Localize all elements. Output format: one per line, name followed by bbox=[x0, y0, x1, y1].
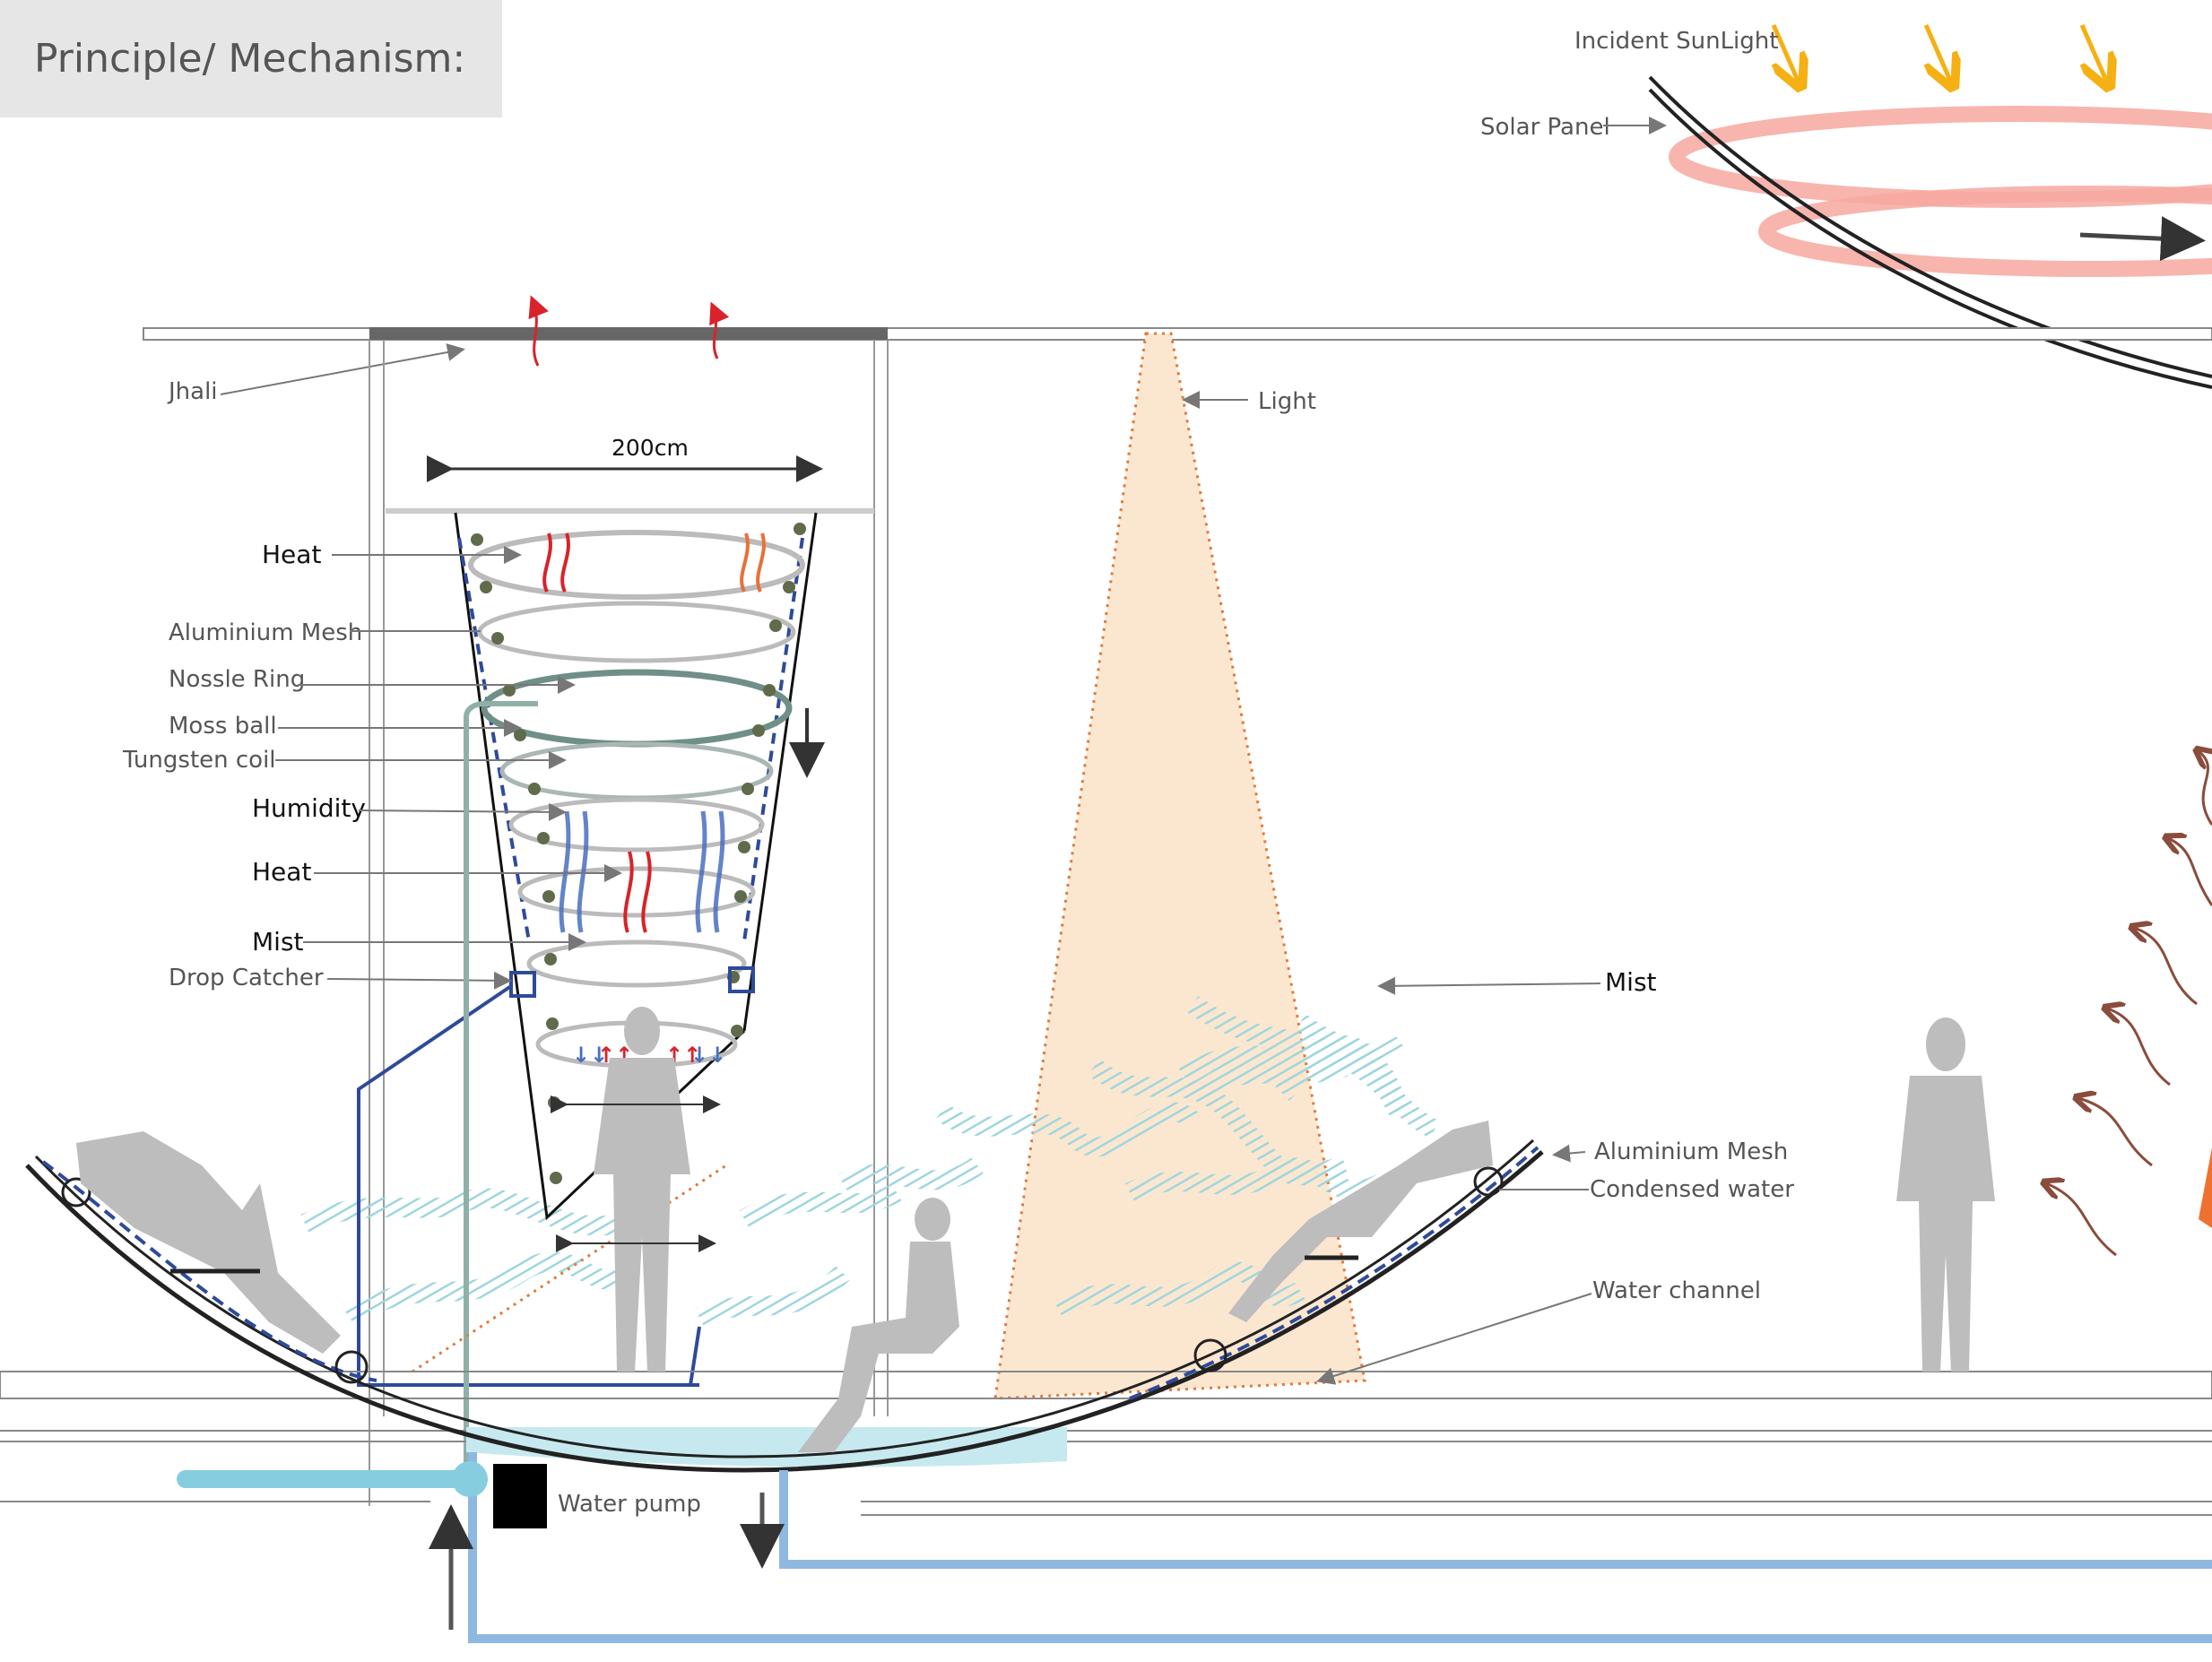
drop-catcher-pipe bbox=[357, 984, 701, 1387]
jhali-panel bbox=[369, 327, 888, 340]
label-mist-left: Mist bbox=[252, 927, 304, 957]
solar-heat-rings bbox=[1669, 106, 2212, 277]
page-title: Principle/ Mechanism: bbox=[34, 36, 466, 82]
label-tungsten-coil: Tungsten coil bbox=[122, 747, 276, 774]
label-dimension: 200cm bbox=[612, 435, 689, 461]
mist-wave-icon bbox=[300, 995, 1440, 1327]
label-heat-mid: Heat bbox=[252, 857, 311, 887]
water-pump-icon bbox=[493, 1464, 547, 1528]
supply-pipe bbox=[464, 701, 538, 1470]
label-humidity: Humidity bbox=[252, 793, 366, 823]
label-incident-sunlight: Incident SunLight bbox=[1574, 28, 1778, 55]
label-aluminium-mesh-right: Aluminium Mesh bbox=[1594, 1138, 1788, 1165]
solar-panel bbox=[1648, 75, 2212, 389]
label-solar-panel: Solar Panel bbox=[1480, 114, 1610, 141]
title-box: Principle/ Mechanism: bbox=[0, 0, 502, 117]
airflow-arrow bbox=[2079, 216, 2206, 262]
light-cone bbox=[993, 332, 1366, 1400]
hot-air-arrows bbox=[2046, 751, 2212, 1257]
label-jhali: Jhali bbox=[167, 378, 218, 405]
heat-wave-icon bbox=[542, 532, 766, 933]
water-return-pipe-lower bbox=[468, 1452, 2212, 1643]
water-return-pipe-upper bbox=[779, 1470, 2212, 1569]
human-figure-icon bbox=[76, 1007, 1995, 1452]
label-mist-right: Mist bbox=[1605, 967, 1657, 997]
aluminium-mesh-dashed bbox=[41, 1160, 377, 1382]
sun-ray-arrow-icon bbox=[1774, 23, 2107, 82]
heat-escape-arrows bbox=[528, 295, 730, 367]
svg-text:↓↓: ↓↓ bbox=[690, 1043, 726, 1068]
label-moss-ball: Moss ball bbox=[169, 713, 277, 740]
label-drop-catcher: Drop Catcher bbox=[169, 965, 324, 991]
label-light: Light bbox=[1258, 388, 1316, 415]
label-water-pump: Water pump bbox=[558, 1491, 701, 1518]
hammock-base-curve bbox=[25, 1150, 1544, 1473]
floor-structure bbox=[0, 1371, 2212, 1516]
svg-text:↓↓: ↓↓ bbox=[572, 1043, 608, 1068]
label-condensed-water: Condensed water bbox=[1590, 1176, 1794, 1203]
label-aluminium-mesh-left: Aluminium Mesh bbox=[169, 619, 362, 646]
label-heat-top: Heat bbox=[262, 540, 321, 569]
humidity-wave-icon bbox=[559, 810, 725, 933]
label-nossle-ring: Nossle Ring bbox=[169, 666, 305, 693]
label-water-channel: Water channel bbox=[1592, 1277, 1761, 1304]
funnel-labels: Heat Aluminium Mesh Nossle Ring Moss bal… bbox=[122, 540, 622, 991]
